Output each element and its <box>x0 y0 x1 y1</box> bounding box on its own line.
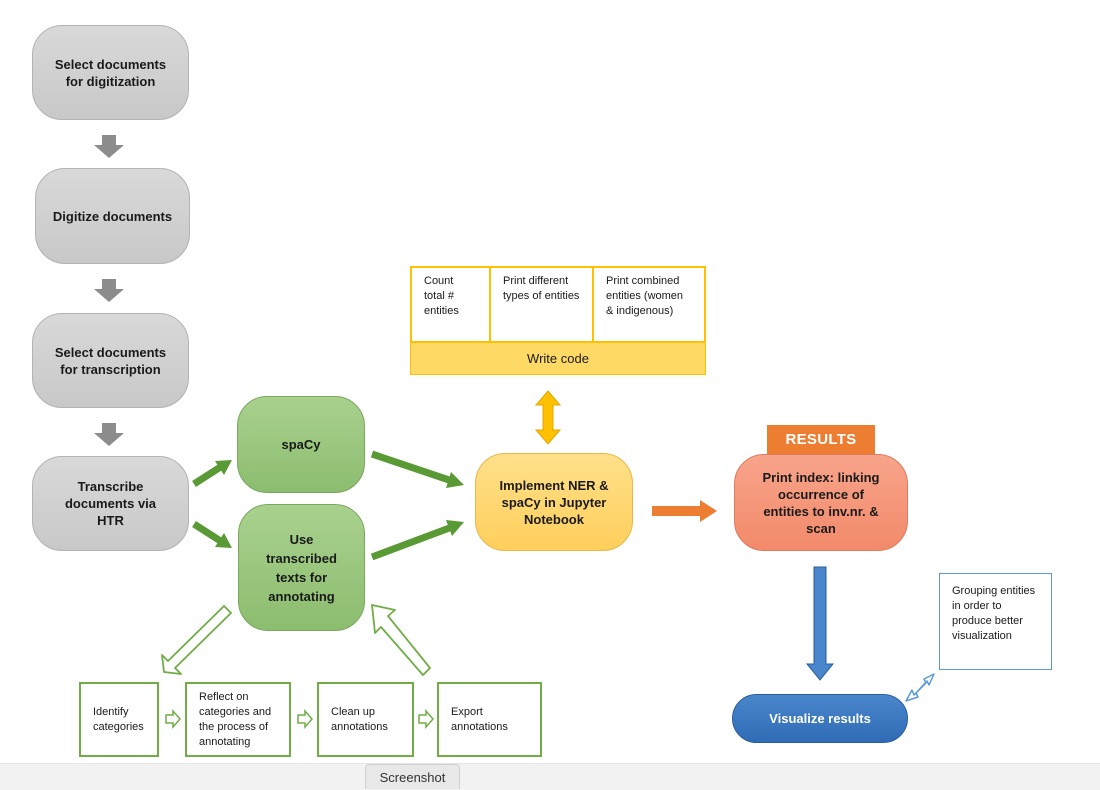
outline-arrow-export-to-annotate <box>371 604 431 676</box>
code-task-count-label: Count total # entities <box>424 275 459 317</box>
code-task-combined-label: Print combined entities (women & indigen… <box>606 275 684 317</box>
step-transcribe-htr-label: Transcribe documents via HTR <box>64 479 157 528</box>
arrow-htr-to-annotate <box>192 521 232 548</box>
write-code-bar: Write code <box>410 342 706 375</box>
step-select-transcription: Select documents for transcription <box>32 313 189 408</box>
annot-step-reflect: Reflect on categories and the process of… <box>185 682 291 757</box>
step-transcribe-htr: Transcribe documents via HTR <box>32 456 189 551</box>
small-arrow-1 <box>165 709 181 729</box>
grouping-box: Grouping entities in order to produce be… <box>939 573 1052 670</box>
double-arrow-code-ner <box>534 390 562 445</box>
bottom-bar <box>0 763 1100 790</box>
annotate-label: Use transcribed texts for annotating <box>266 531 337 604</box>
arrow-annotate-to-ner <box>370 520 464 561</box>
arrow-htr-to-spacy <box>192 460 232 487</box>
print-index-label: Print index: linking occurrence of entit… <box>762 469 880 536</box>
arrow-ner-to-results <box>652 500 717 522</box>
code-task-types-label: Print different types of entities <box>503 275 580 302</box>
code-task-combined: Print combined entities (women & indigen… <box>592 266 706 343</box>
down-arrow-2 <box>94 279 124 302</box>
ner-label: Implement NER & spaCy in Jupyter Noteboo… <box>499 477 609 527</box>
arrow-results-to-visualize <box>805 566 835 681</box>
print-index-node: Print index: linking occurrence of entit… <box>734 454 908 551</box>
step-select-digitization-label: Select documents for digitization <box>54 56 167 89</box>
screenshot-tab[interactable]: Screenshot <box>365 764 460 789</box>
annot-step-cleanup: Clean up annotations <box>317 682 414 757</box>
down-arrow-3 <box>94 423 124 446</box>
annotate-node: Use transcribed texts for annotating <box>238 504 365 631</box>
code-task-count: Count total # entities <box>410 266 491 343</box>
annot-step-reflect-label: Reflect on categories and the process of… <box>199 690 272 748</box>
code-task-types: Print different types of entities <box>489 266 594 343</box>
ner-node: Implement NER & spaCy in Jupyter Noteboo… <box>475 453 633 551</box>
step-select-transcription-label: Select documents for transcription <box>54 344 167 377</box>
annot-step-cleanup-label: Clean up annotations <box>331 705 388 733</box>
annot-step-export-label: Export annotations <box>451 705 508 733</box>
double-arrow-grouping <box>905 673 935 702</box>
small-arrow-3 <box>418 709 434 729</box>
small-arrow-2 <box>297 709 313 729</box>
spacy-node: spaCy <box>237 396 365 493</box>
visualize-node: Visualize results <box>732 694 908 743</box>
down-arrow-1 <box>94 135 124 158</box>
step-digitize-label: Digitize documents <box>52 208 173 224</box>
write-code-label: Write code <box>527 351 589 366</box>
results-header: RESULTS <box>767 425 875 454</box>
annot-step-identify: Identify categories <box>79 682 159 757</box>
arrow-spacy-to-ner <box>370 450 464 488</box>
step-digitize: Digitize documents <box>35 168 190 264</box>
annot-step-export: Export annotations <box>437 682 542 757</box>
grouping-label: Grouping entities in order to produce be… <box>952 585 1036 642</box>
spacy-label: spaCy <box>281 437 321 452</box>
outline-arrow-annotate-to-categories <box>161 605 232 675</box>
step-select-digitization: Select documents for digitization <box>32 25 189 120</box>
annot-step-identify-label: Identify categories <box>93 705 144 733</box>
visualize-label: Visualize results <box>769 711 871 726</box>
results-label: RESULTS <box>785 431 857 448</box>
screenshot-tab-label: Screenshot <box>379 769 446 785</box>
